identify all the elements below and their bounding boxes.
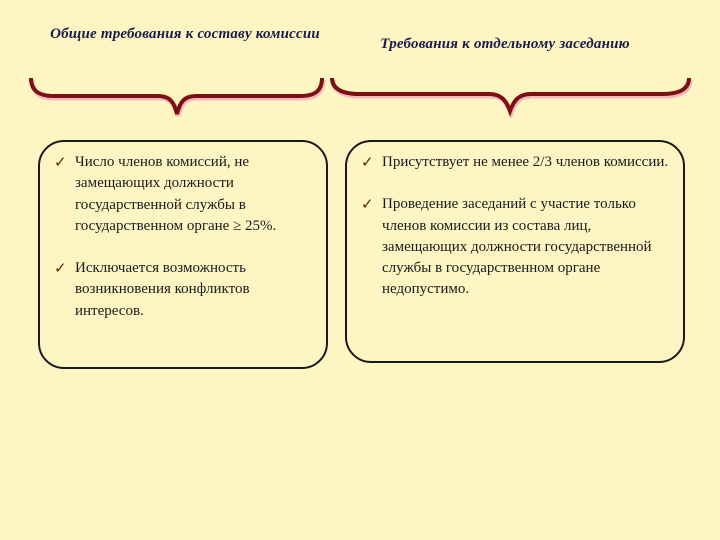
list-item-text: Присутствует не менее 2/3 членов комисси… (382, 154, 669, 170)
list-item-text: Исключается возможность возникновения ко… (75, 260, 250, 319)
checkmark-icon: ✓ (361, 153, 374, 171)
checkmark-icon: ✓ (361, 195, 374, 214)
list-item: ✓ Присутствует не менее 2/3 членов комис… (361, 152, 673, 173)
list-item: ✓ Число членов комиссий, не замещающих д… (54, 152, 316, 237)
meeting-requirements-list: ✓ Присутствует не менее 2/3 членов комис… (361, 152, 673, 301)
checkmark-icon: ✓ (54, 153, 67, 171)
left-curly-brace-icon (29, 77, 326, 117)
right-column-heading: Требования к отдельному заседанию (380, 36, 630, 52)
checkmark-icon: ✓ (54, 259, 67, 278)
left-column-heading: Общие требования к составу комиссии (50, 26, 320, 42)
list-item-text: Проведение заседаний с участие только чл… (382, 196, 652, 298)
general-requirements-list: ✓ Число членов комиссий, не замещающих д… (54, 152, 316, 322)
general-requirements-box: ✓ Число членов комиссий, не замещающих д… (38, 140, 328, 369)
meeting-requirements-box: ✓ Присутствует не менее 2/3 членов комис… (345, 140, 685, 363)
list-item: ✓ Исключается возможность возникновения … (54, 258, 316, 322)
list-item: ✓ Проведение заседаний с участие только … (361, 194, 673, 300)
right-curly-brace-icon (330, 77, 693, 118)
list-item-text: Число членов комиссий, не замещающих дол… (75, 154, 277, 234)
